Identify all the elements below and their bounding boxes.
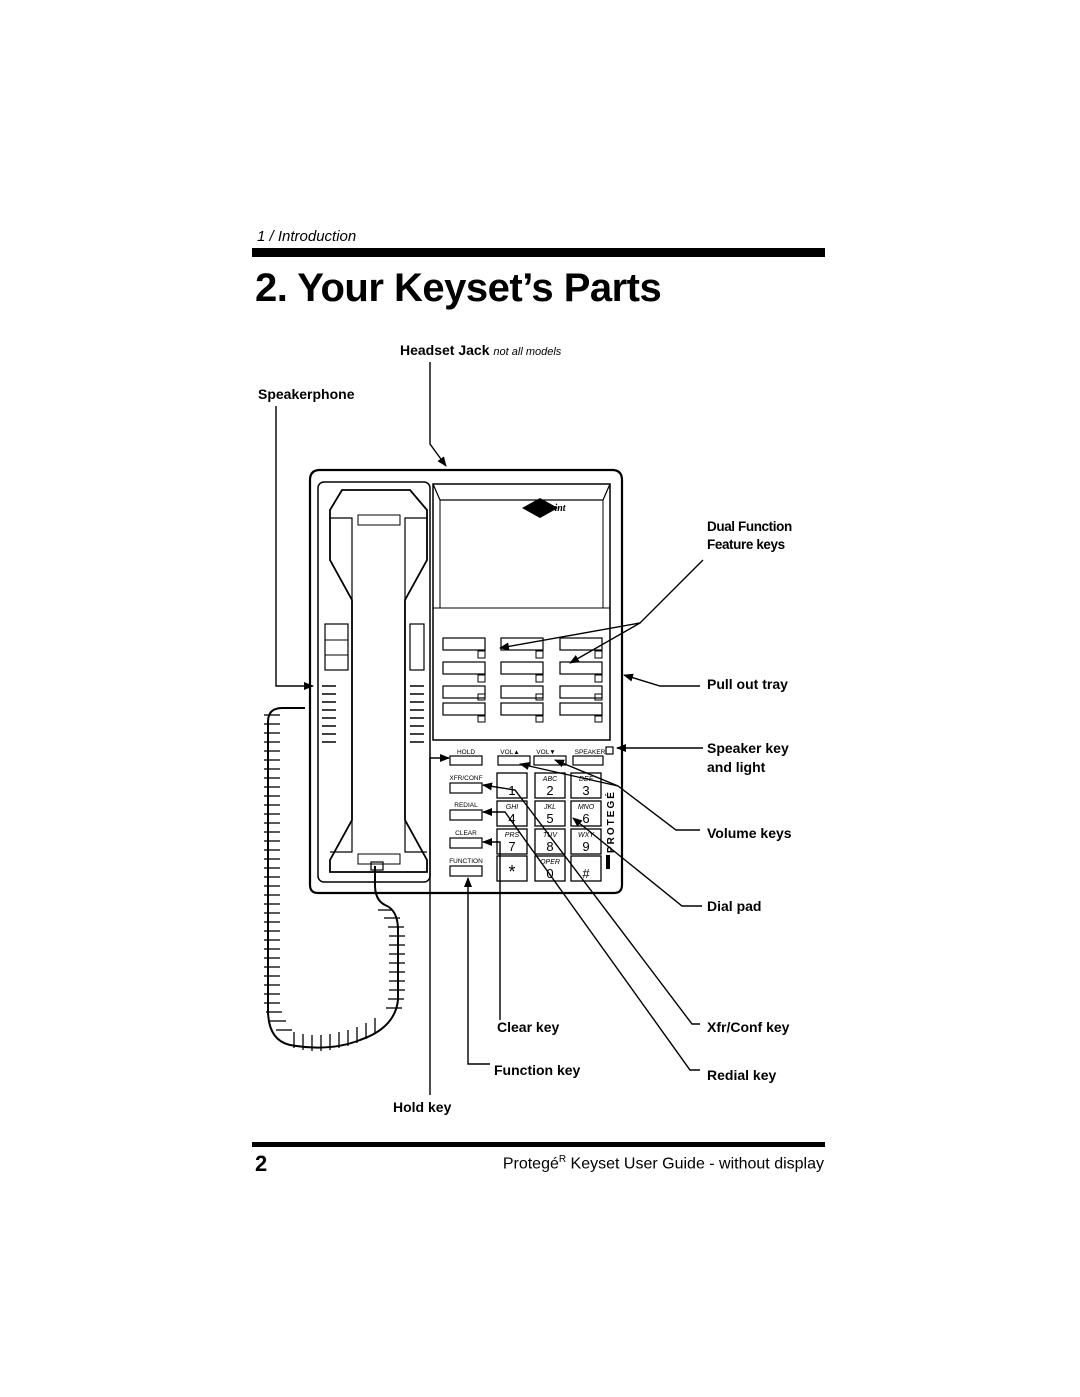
xfr-conf-key-label: Xfr/Conf key: [707, 1019, 790, 1035]
hold-key-leader: [429, 754, 450, 1095]
footer-guide-title: ProtegéR Keyset User Guide - without dis…: [503, 1154, 824, 1173]
dial-key-5: 5: [546, 811, 553, 826]
sprint-logo-icon: [522, 498, 558, 518]
dial-letters-4: GHI: [506, 804, 519, 811]
dial-key-7: 7: [508, 839, 515, 854]
dial-key-star: *: [508, 862, 515, 882]
dial-letters-2: ABC: [542, 776, 558, 783]
redial-leader: [482, 808, 700, 1071]
headset-jack-label: Headset Jack: [400, 342, 490, 358]
dial-letters-8: TUV: [543, 832, 558, 839]
clear-key-label: Clear key: [497, 1019, 560, 1035]
dial-key-2: 2: [546, 783, 553, 798]
dual-function-label-line2: Feature keys: [707, 537, 785, 552]
dial-key-9: 9: [582, 839, 589, 854]
pull-out-tray-label: Pull out tray: [707, 676, 788, 692]
feature-keys-leader-2: [569, 622, 641, 664]
dial-key-4: 4: [508, 811, 515, 826]
dial-key-1: 1: [508, 783, 515, 798]
dial-letters-0: OPER: [540, 859, 560, 866]
page-number: 2: [255, 1151, 268, 1176]
headset-jack-callout: Headset Jack not all models: [400, 341, 561, 362]
redial-key-label: REDIAL: [454, 802, 478, 809]
volume-keys-label: Volume keys: [707, 825, 792, 841]
headset-jack-leader: [429, 362, 447, 467]
phone-body: [308, 468, 624, 895]
coiled-cord: [264, 707, 405, 1051]
redial-key-label: Redial key: [707, 1067, 777, 1083]
vol-down-key-label: VOL▼: [536, 749, 555, 756]
feature-keys-leader-1: [499, 559, 704, 651]
pull-out-tray-leader: [623, 673, 700, 687]
clear-key-leader: [482, 838, 501, 1020]
dial-pad-leader: [572, 817, 702, 907]
top-key-row: [449, 746, 614, 766]
protege-bar: [606, 855, 610, 869]
bottom-rule: [252, 1142, 825, 1147]
footer-product: Protegé: [502, 1155, 559, 1173]
top-rule: [252, 248, 825, 257]
page-title: 2. Your Keyset’s Parts: [255, 266, 662, 310]
feature-key-grid: [442, 637, 603, 723]
speaker-key-label-line1: Speaker key: [707, 740, 789, 756]
dial-letters-7: PRS: [505, 832, 520, 839]
dial-key-3: 3: [582, 783, 589, 798]
speaker-key-label: SPEAKER: [575, 749, 606, 756]
dial-key-6: 6: [582, 811, 589, 826]
dual-function-label-line1: Dual Function: [707, 519, 792, 534]
vol-up-key-label: VOL▲: [500, 749, 519, 756]
section-label: 1 / Introduction: [257, 228, 357, 245]
xfr-conf-leader: [482, 782, 700, 1025]
clear-key-label: CLEAR: [455, 830, 477, 837]
function-key-label: FUNCTION: [449, 858, 483, 865]
function-key-leader: [464, 877, 490, 1065]
dial-letters-6: MNO: [578, 804, 595, 811]
dial-letters-9: WXY: [578, 832, 595, 839]
sprint-brand-text: Sprint: [540, 503, 567, 514]
speakerphone-label: Speakerphone: [258, 386, 355, 402]
callout-leaders: [275, 362, 704, 1095]
footer-guide-suffix: Keyset User Guide - without display: [566, 1155, 824, 1173]
hold-key-label: HOLD: [457, 749, 475, 756]
volume-keys-leader-1: [554, 759, 700, 831]
volume-keys-leader-2: [519, 762, 619, 787]
dial-key-0: 0: [546, 866, 553, 881]
registered-mark: R: [558, 1154, 567, 1165]
dial-key-8: 8: [546, 839, 553, 854]
speakerphone-leader: [275, 406, 314, 690]
function-key-label: Function key: [494, 1062, 581, 1078]
dial-key-hash: #: [582, 866, 590, 881]
headset-jack-note: not all models: [493, 346, 562, 358]
xfr-conf-key-label: XFR/CONF: [449, 775, 482, 782]
hold-key-label: Hold key: [393, 1099, 452, 1115]
dial-pad-label: Dial pad: [707, 898, 762, 914]
speaker-key-label-line2: and light: [707, 759, 766, 775]
dial-letters-5: JKL: [543, 804, 556, 811]
protege-side-logo: PROTEGÉ: [604, 790, 617, 853]
